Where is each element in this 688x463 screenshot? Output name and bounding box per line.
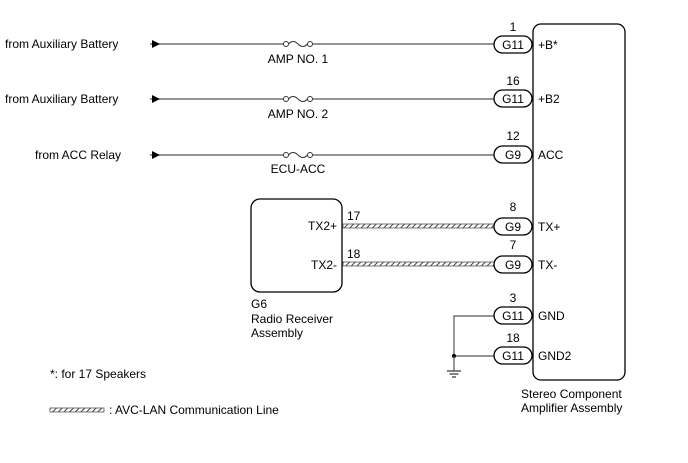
connector-shape xyxy=(493,346,533,365)
avc-lan-wire xyxy=(342,223,496,229)
connector-shape xyxy=(493,255,533,274)
terminal-label: +B2 xyxy=(538,92,560,106)
comm-line-2: 18 7 G9 TX- xyxy=(342,238,557,274)
radio-receiver-box xyxy=(250,198,343,293)
arrow-icon xyxy=(152,95,160,103)
radio-name-line2: Assembly xyxy=(251,326,303,340)
pin-number: 12 xyxy=(506,129,520,143)
avc-lan-legend-swatch xyxy=(49,407,105,413)
pin-number: 18 xyxy=(347,247,361,261)
connector-label: G9 xyxy=(505,148,521,162)
pin-number: 1 xyxy=(510,20,517,34)
connector-label: G9 xyxy=(505,220,521,234)
amplifier-box xyxy=(532,23,626,381)
terminal-label: TX- xyxy=(538,258,557,272)
pin-number: 7 xyxy=(510,238,517,252)
pin-number: 16 xyxy=(506,74,520,88)
terminal-label: TX2+ xyxy=(308,219,337,233)
fuse-label: AMP NO. 1 xyxy=(268,52,329,66)
connector-shape xyxy=(493,89,533,108)
radio-receiver-assembly: TX2+ TX2- G6 Radio Receiver Assembly xyxy=(250,198,343,340)
terminal-label: GND2 xyxy=(538,349,572,363)
terminal-label: GND xyxy=(538,309,565,323)
power-line-1: from Auxiliary Battery AMP NO. 1 1 G11 +… xyxy=(5,20,558,66)
fuse-icon xyxy=(283,40,313,48)
pin-number: 18 xyxy=(506,331,520,345)
power-source-label: from ACC Relay xyxy=(35,148,121,162)
radio-connector-label: G6 xyxy=(251,297,267,311)
power-line-3: from ACC Relay ECU-ACC 12 G9 ACC xyxy=(35,129,564,176)
connector-shape xyxy=(493,217,533,236)
pin-number: 17 xyxy=(347,209,361,223)
terminal-label: TX+ xyxy=(538,220,560,234)
connector-shape xyxy=(493,35,533,54)
avc-lan-wire xyxy=(342,261,496,267)
pin-number: 3 xyxy=(510,291,517,305)
fuse-label: AMP NO. 2 xyxy=(268,107,329,121)
ground-line-1: 3 G11 GND xyxy=(453,291,565,356)
terminal-label: ACC xyxy=(538,148,564,162)
avc-lan-legend-label: : AVC-LAN Communication Line xyxy=(109,403,279,417)
ground-icon xyxy=(447,370,461,378)
connector-label: G11 xyxy=(502,92,524,106)
connector-label: G9 xyxy=(505,258,521,272)
fuse-label: ECU-ACC xyxy=(271,162,326,176)
ground-line-2: 18 G11 GND2 xyxy=(447,331,572,378)
comm-line-1: 17 8 G9 TX+ xyxy=(342,200,560,236)
radio-name-line1: Radio Receiver xyxy=(251,312,333,326)
connector-shape xyxy=(493,145,533,164)
power-line-2: from Auxiliary Battery AMP NO. 2 16 G11 … xyxy=(5,74,560,121)
amplifier-name-line1: Stereo Component xyxy=(521,387,622,401)
pin-number: 8 xyxy=(510,200,517,214)
fuse-icon xyxy=(283,151,313,159)
connector-label: G11 xyxy=(502,38,524,52)
arrow-icon xyxy=(152,40,160,48)
fuse-icon xyxy=(283,95,313,103)
power-source-label: from Auxiliary Battery xyxy=(5,92,118,106)
power-source-label: from Auxiliary Battery xyxy=(5,37,118,51)
arrow-icon xyxy=(152,151,160,159)
amplifier-name-line2: Amplifier Assembly xyxy=(521,401,622,415)
connector-label: G11 xyxy=(502,309,524,323)
footnote: *: for 17 Speakers xyxy=(50,367,146,381)
connector-label: G11 xyxy=(502,349,524,363)
terminal-label: TX2- xyxy=(311,258,337,272)
connector-shape xyxy=(493,306,533,325)
terminal-label: +B* xyxy=(538,38,558,52)
